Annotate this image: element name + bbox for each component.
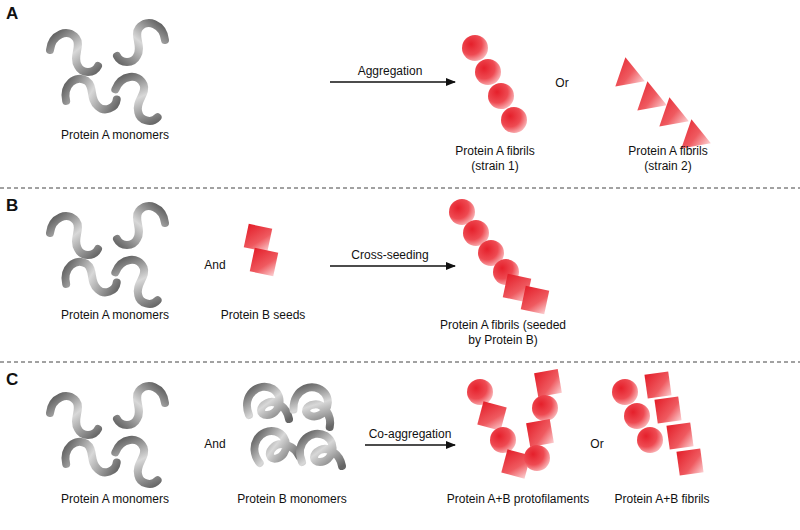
arrow-label: Cross-seeding [330, 248, 450, 263]
connective: Or [547, 76, 577, 91]
caption: Protein A+B fibrils [597, 492, 727, 507]
arrow-label: Co-aggregation [355, 427, 465, 442]
caption: Protein A monomers [40, 308, 190, 323]
panel-letter: A [6, 4, 30, 24]
connective: And [195, 437, 235, 452]
connective: And [195, 258, 235, 273]
caption: Protein A fibrils (strain 2) [614, 144, 722, 174]
caption: Protein A fibrils (seeded by Protein B) [438, 318, 568, 348]
caption: Protein A fibrils (strain 1) [441, 144, 549, 174]
panel-letter: B [6, 196, 30, 216]
caption: Protein B seeds [208, 308, 318, 323]
arrow-label: Aggregation [330, 64, 450, 79]
connective: Or [582, 437, 612, 452]
caption: Protein A monomers [40, 492, 190, 507]
caption: Protein A monomers [40, 128, 190, 143]
caption: Protein A+B protofilaments [433, 492, 603, 507]
panel-letter: C [6, 370, 30, 390]
caption: Protein B monomers [227, 492, 357, 507]
